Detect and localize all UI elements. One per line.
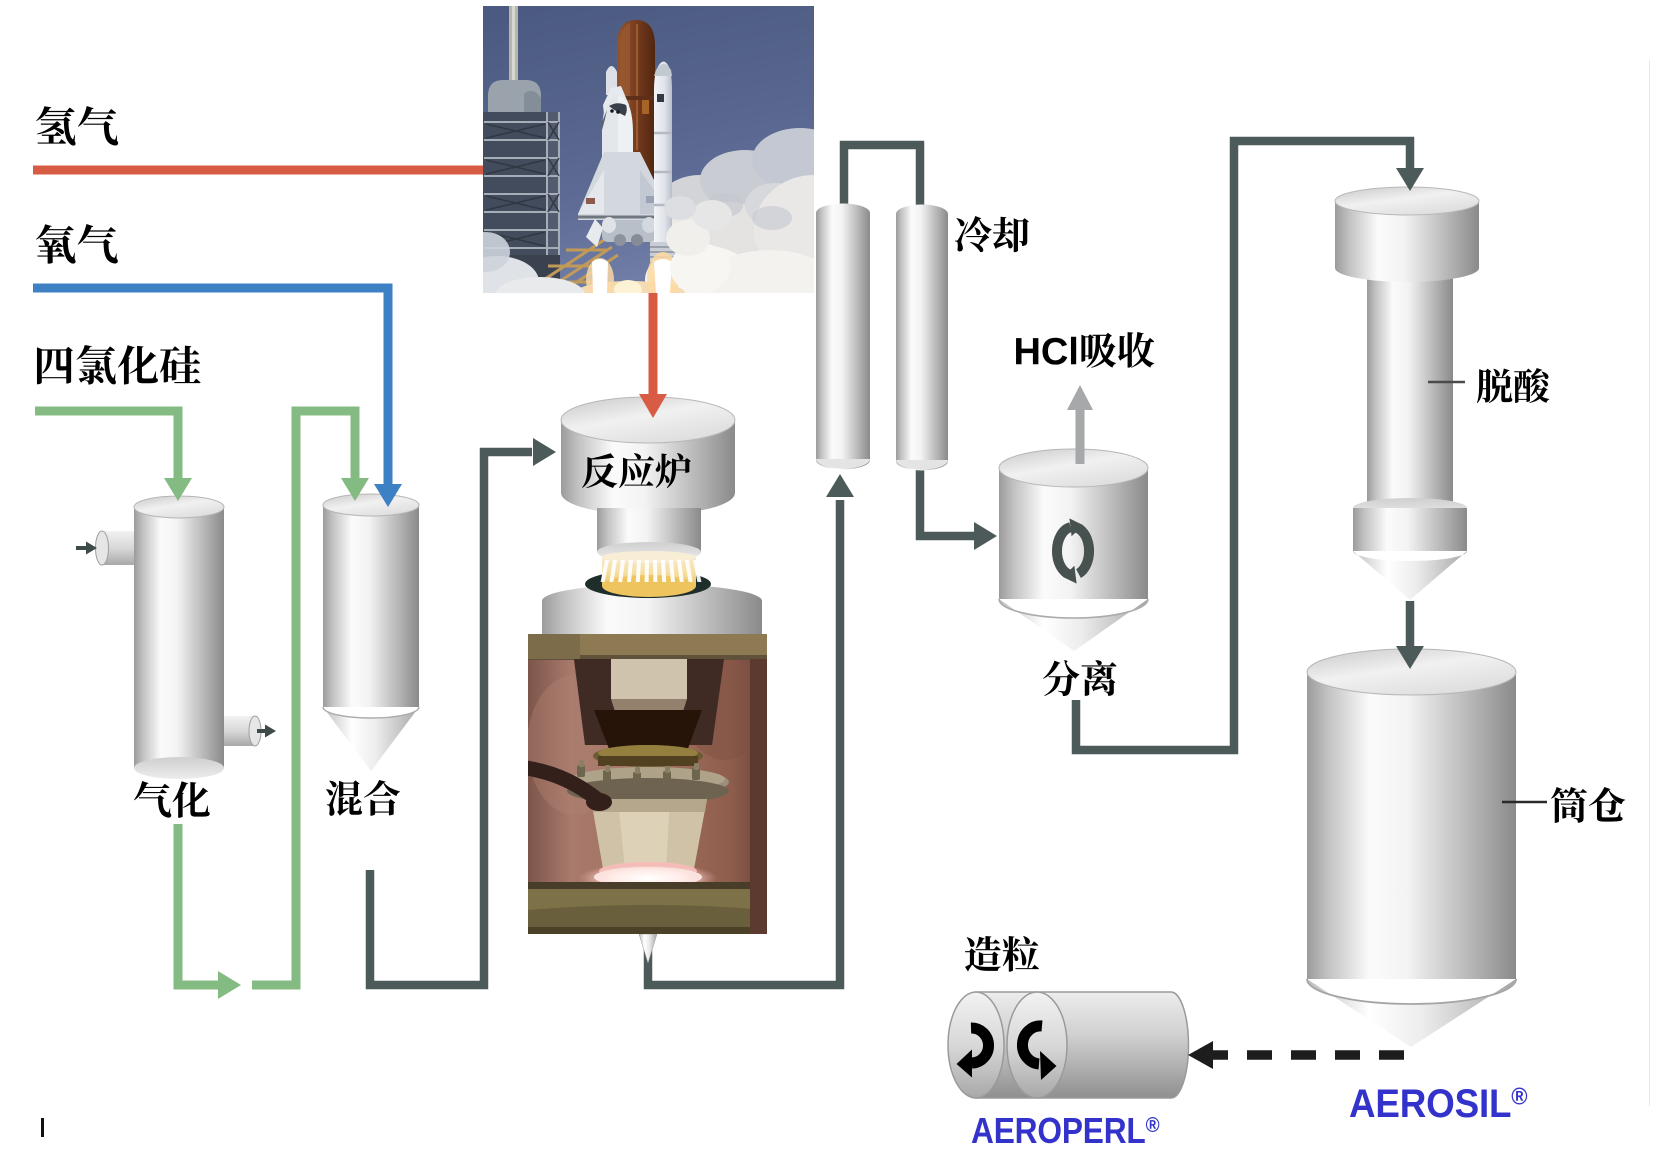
- rotation-icon: [1052, 518, 1095, 584]
- vaporizer-outlet-nozzle: [224, 715, 262, 747]
- cooler-bridge-line: [839, 140, 925, 208]
- silo-granulator-arrowhead: [1188, 1041, 1213, 1069]
- label-hydrogen: [36, 106, 119, 146]
- label-silicon-tetrachloride: [36, 345, 201, 385]
- label-hcl-absorption: [1016, 332, 1155, 368]
- label-deacidification: [1476, 368, 1550, 404]
- reactor-bottom-tip: [638, 933, 658, 964]
- vapor-arrowhead-b: [341, 478, 369, 501]
- orbiter-wing: [578, 152, 671, 220]
- deacid-inlet-arrowhead: [1396, 168, 1424, 191]
- footer-text-cursor: [41, 1118, 44, 1137]
- label-vaporizer: [133, 780, 210, 818]
- shuttle-launch-photo: [483, 6, 814, 293]
- aerosil-label: AEROSIL®: [1349, 1082, 1528, 1127]
- reactor-vessel: [542, 396, 762, 964]
- mixer-reactor-arrowhead: [533, 438, 556, 466]
- cooler-2: [896, 204, 948, 471]
- deacid-silo-arrowhead: [1396, 646, 1424, 669]
- reactor-cooler-line: [643, 500, 845, 990]
- deacidifier-vessel: [1334, 186, 1480, 600]
- aeroperl-name: AEROPERL: [971, 1110, 1146, 1151]
- mixer-reactor-line: [365, 447, 532, 990]
- granulator-vessel: [947, 991, 1190, 1099]
- vapor-line-a: [173, 824, 218, 990]
- cooler-separator-arrowhead: [974, 522, 997, 550]
- aeroperl-registered-mark: ®: [1145, 1111, 1160, 1137]
- burner-photo: [528, 634, 767, 934]
- mixer-vessel: [322, 493, 420, 771]
- vaporizer-inlet-nozzle: [95, 530, 139, 566]
- reactor-cooler-arrowhead: [826, 474, 854, 497]
- flange-bolts: [577, 760, 700, 785]
- granulator-roll-icons: [956, 1020, 1057, 1080]
- sicl4-line: [35, 406, 183, 481]
- label-cooling: [954, 215, 1029, 253]
- vaporizer-inlet-arrowhead: [86, 541, 97, 555]
- launch-flames: [575, 252, 685, 293]
- vaporizer-vent-arrowhead: [265, 724, 276, 738]
- aerosil-name: AEROSIL: [1349, 1082, 1512, 1126]
- oxygen-arrowhead: [374, 484, 402, 507]
- aerosil-registered-mark: ®: [1511, 1083, 1528, 1111]
- silo-vessel: [1306, 648, 1517, 1047]
- cooler-1: [816, 203, 870, 470]
- label-oxygen: [35, 224, 118, 264]
- separator-vessel: [998, 448, 1149, 651]
- hydrogen-arrowhead: [639, 394, 667, 418]
- cooler-separator-line: [915, 462, 974, 541]
- stream-arrows: [76, 168, 1424, 1069]
- orbiter-aft: [586, 217, 656, 247]
- vaporizer-vessel: [95, 495, 262, 779]
- right-edge-line: [1648, 60, 1650, 1106]
- burner-glow: [600, 551, 702, 597]
- sicl4-arrowhead: [164, 478, 192, 501]
- label-granulation: [964, 936, 1040, 972]
- separator-deacid-line: [1071, 136, 1415, 755]
- label-silo: [1551, 787, 1626, 823]
- vapor-arrowhead-a: [218, 971, 241, 999]
- vapor-line-b: [252, 406, 360, 990]
- label-reactor: [582, 453, 691, 489]
- foreground-smoke: [483, 196, 732, 293]
- oxygen-line: [33, 283, 393, 487]
- label-mixer: [325, 779, 400, 816]
- aeroperl-label: AEROPERL®: [971, 1110, 1160, 1152]
- hcl-arrowhead: [1067, 385, 1093, 410]
- label-separator: [1042, 660, 1117, 697]
- stream-lines: [33, 136, 1415, 990]
- burner-teeth: [600, 560, 702, 582]
